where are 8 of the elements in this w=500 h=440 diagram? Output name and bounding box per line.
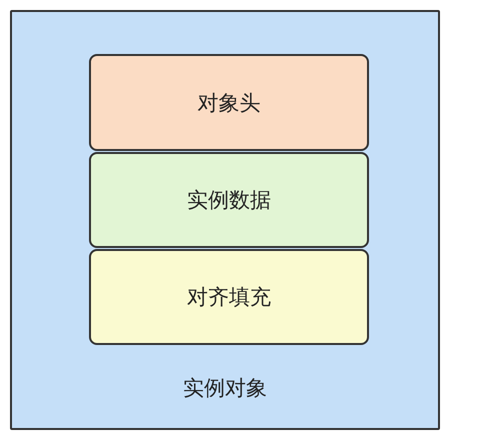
data-box [89,152,369,248]
padding-box [89,249,369,345]
box-label: 实例对象 [182,375,268,402]
header-box [89,54,369,151]
box-label: 实例数据 [186,187,272,214]
box-label: 对齐填充 [186,284,272,311]
object-box [10,10,440,430]
box-label: 对象头 [196,90,262,116]
